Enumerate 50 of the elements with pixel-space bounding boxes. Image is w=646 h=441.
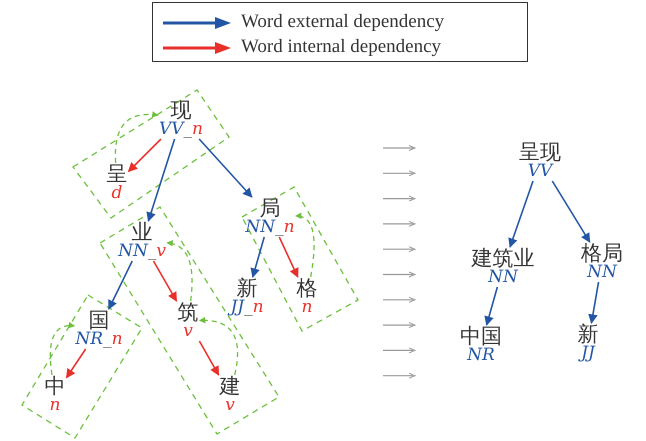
pos-tag: VV (519, 163, 561, 180)
dependency-arrow (128, 138, 162, 172)
word-text: 业 (132, 222, 154, 243)
pos-tag: v (178, 323, 198, 340)
dependency-arrow (152, 260, 178, 302)
word-text: 局 (260, 198, 282, 219)
word-text: 中 (44, 376, 66, 397)
word-text: 现 (170, 100, 192, 121)
word-text: 国 (88, 310, 110, 331)
word-text: 筑 (178, 302, 198, 323)
pos-tag: VV_n (159, 121, 203, 138)
pos-tag: n (296, 299, 318, 316)
legend-text: Word internal dependency (241, 36, 442, 58)
pos-tag: NN (472, 269, 534, 286)
dependency-arrow (508, 180, 534, 248)
dependency-arrow (198, 138, 252, 198)
dependency-arrow (588, 282, 600, 324)
word-text: 建筑业 (472, 248, 534, 269)
pos-tag: NR (460, 347, 502, 364)
word-text: 呈现 (519, 142, 561, 163)
pos-tag: d (106, 185, 128, 202)
dependency-arrow (66, 348, 86, 379)
dependency-arrow (552, 180, 590, 243)
merge-arrow (198, 317, 238, 376)
word-text: 格局 (581, 243, 623, 264)
dependency-arrow (198, 340, 220, 376)
merge-arrow (114, 111, 159, 164)
word-text: 新 (236, 278, 258, 299)
word-text: 呈 (106, 164, 128, 185)
dependency-arrow (250, 236, 266, 278)
pos-tag: v (220, 397, 240, 414)
word-text: 中国 (460, 326, 502, 347)
dependency-arrow (108, 260, 133, 310)
pos-tag: NR_n (75, 331, 123, 348)
pos-tag: JJ (578, 345, 598, 362)
dependency-arrow (146, 138, 176, 222)
pos-tag: n (44, 397, 66, 414)
legend-text: Word external dependency (241, 11, 444, 33)
merge-arrow (50, 322, 76, 376)
merge-arrow (294, 213, 315, 278)
word-text: 建 (220, 376, 240, 397)
pos-tag: NN_v (118, 243, 166, 260)
merge-arrow (166, 240, 193, 302)
pos-tag: NN (581, 264, 623, 281)
word-text: 新 (578, 324, 598, 345)
pos-tag: NN_n (245, 219, 295, 236)
word-text: 格 (296, 278, 318, 299)
dependency-arrow (484, 286, 498, 326)
pos-tag: JJ_n (230, 299, 264, 316)
dependency-arrow (278, 236, 298, 278)
